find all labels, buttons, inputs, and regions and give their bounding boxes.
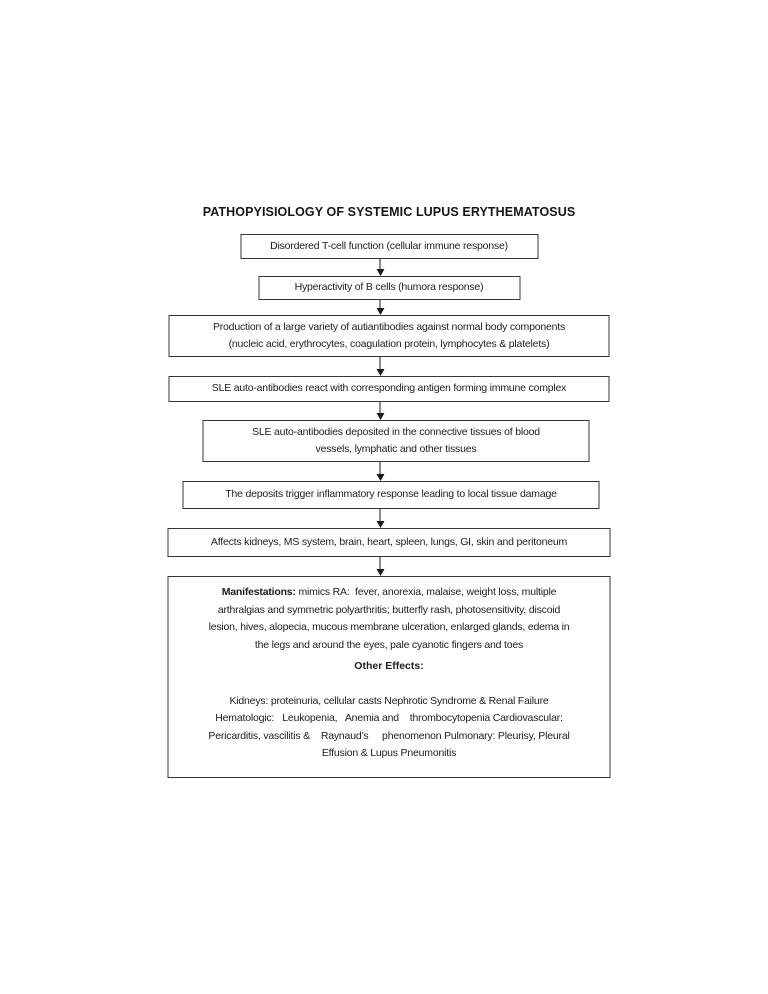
box-text: (nucleic acid, erythrocytes, coagulation…: [228, 338, 550, 350]
arrow-head: [376, 308, 384, 315]
flow-box-antibody-deposition: SLE auto-antibodies deposited in the con…: [202, 420, 590, 462]
box-text: Kidneys: proteinuria, cellular casts Nep…: [229, 694, 549, 707]
page-title: PATHOPYISIOLOGY OF SYSTEMIC LUPUS ERYTHE…: [202, 205, 576, 219]
flow-box-manifestations: Manifestations: mimics RA: fever, anorex…: [167, 576, 611, 778]
flow-box-disordered-t-cell-function: Disordered T-cell function (cellular imm…: [240, 234, 538, 259]
box-text: Pericarditis, vascilitis & Raynaud’s phe…: [208, 729, 570, 742]
arrow-head: [376, 474, 384, 481]
box-text: Production of a large variety of autiant…: [212, 320, 566, 333]
box-text: lesion, hives, alopecia, mucous membrane…: [208, 621, 570, 633]
box-text: vessels, lymphatic and other tissues: [315, 443, 477, 455]
arrow-head: [376, 521, 384, 528]
arrow-head: [376, 369, 384, 376]
arrow-shaft: [379, 462, 381, 474]
box-text: Affects kidneys, MS system, brain, heart…: [210, 535, 568, 548]
flowchart: PATHOPYISIOLOGY OF SYSTEMIC LUPUS ERYTHE…: [167, 205, 611, 778]
arrow-shaft: [379, 259, 381, 269]
flow-box-autoantibody-production: Production of a large variety of autiant…: [168, 315, 610, 357]
arrow-shaft: [379, 509, 381, 521]
box-text: The deposits trigger inflammatory respon…: [225, 488, 557, 501]
box-text: Disordered T-cell function (cellular imm…: [270, 239, 508, 252]
box-text: Hematologic: Leukopenia, Anemia and thro…: [215, 712, 563, 724]
box-text: Effusion & Lupus Pneumonitis: [321, 747, 457, 759]
manifestations-paragraph: Manifestations: mimics RA: fever, anorex…: [209, 584, 570, 654]
arrow-head: [376, 269, 384, 276]
box-text: arthralgias and symmetric polyarthritis;…: [217, 603, 561, 616]
flow-box-affected-organs: Affects kidneys, MS system, brain, heart…: [167, 528, 611, 557]
box-text: the legs and around the eyes, pale cyano…: [254, 638, 524, 651]
down-arrow-icon: [376, 462, 384, 481]
down-arrow-icon: [376, 402, 384, 420]
flow-box-inflammatory-response: The deposits trigger inflammatory respon…: [182, 481, 600, 509]
box-text: SLE auto-antibodies deposited in the con…: [252, 425, 540, 438]
down-arrow-icon: [376, 557, 384, 576]
arrow-head: [376, 569, 384, 576]
arrow-head: [376, 413, 384, 420]
other-effects-heading: Other Effects:: [354, 660, 424, 672]
down-arrow-icon: [376, 357, 384, 376]
box-text: Manifestations: mimics RA: fever, anorex…: [222, 584, 557, 602]
down-arrow-icon: [376, 509, 384, 528]
other-effects-paragraph: Kidneys: proteinuria, cellular casts Nep…: [208, 693, 569, 763]
flow-box-immune-complex-formation: SLE auto-antibodies react with correspon…: [168, 376, 610, 402]
manifestations-label: Manifestations:: [221, 586, 296, 598]
arrow-shaft: [379, 357, 381, 369]
down-arrow-icon: [376, 300, 384, 315]
arrow-shaft: [379, 557, 381, 569]
box-text: SLE auto-antibodies react with correspon…: [211, 382, 567, 395]
manifestations-intro: mimics RA: fever, anorexia, malaise, wei…: [295, 586, 557, 598]
arrow-shaft: [379, 402, 381, 413]
box-text: Hyperactivity of B cells (humora respons…: [294, 281, 484, 294]
flow-box-hyperactivity-of-b-cells: Hyperactivity of B cells (humora respons…: [258, 276, 520, 300]
down-arrow-icon: [376, 259, 384, 276]
arrow-shaft: [379, 300, 381, 308]
